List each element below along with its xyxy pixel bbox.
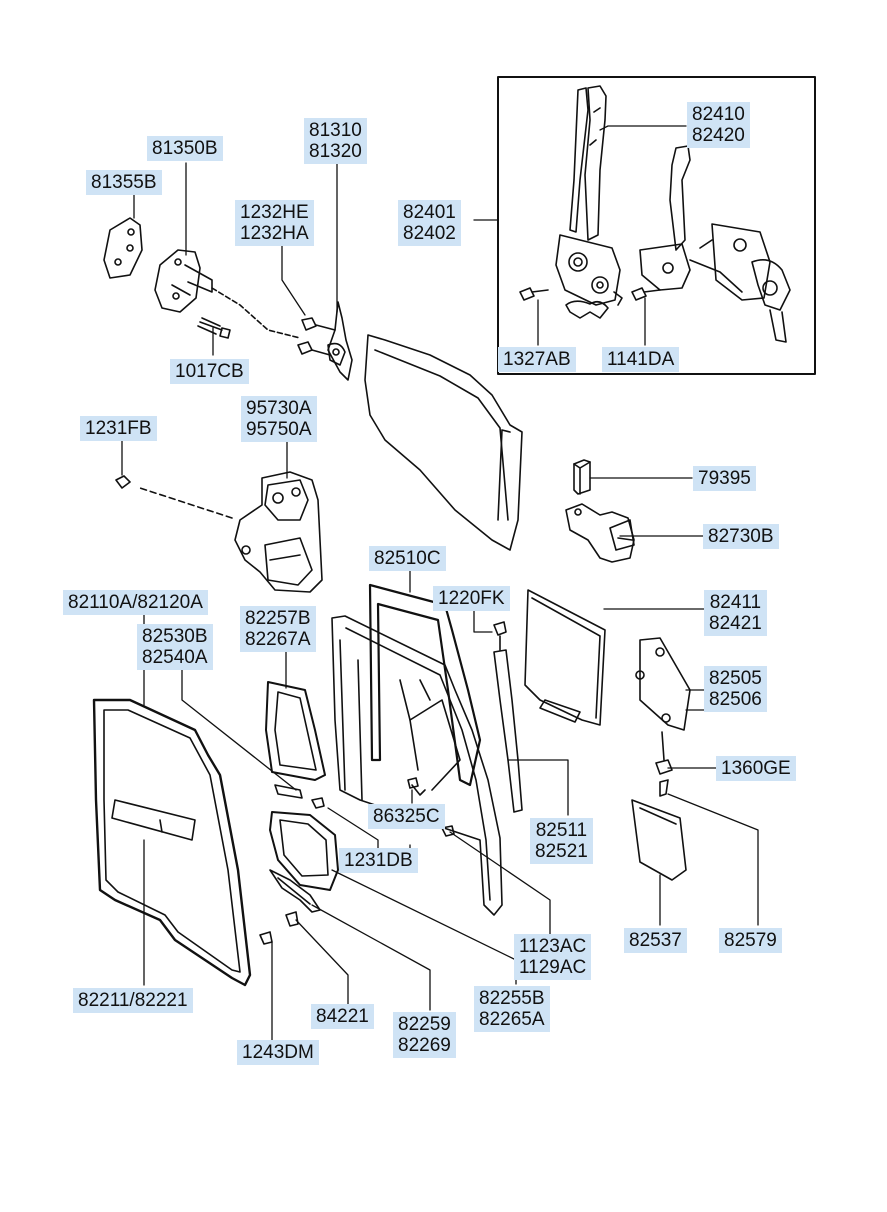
quarter-glass-drawing bbox=[265, 681, 326, 781]
door-lock-drawing bbox=[115, 471, 323, 593]
rubber-stopper-drawing bbox=[573, 459, 591, 495]
run-strip-drawing bbox=[493, 621, 523, 813]
window-regulator-left-drawing bbox=[519, 85, 661, 319]
window-regulator-right-drawing bbox=[639, 145, 791, 343]
label-82110a-82120a: 82110A/82120A bbox=[63, 590, 208, 615]
label-1232he-1232ha: 1232HE 1232HA bbox=[235, 200, 314, 246]
label-81310-81320: 81310 81320 bbox=[304, 118, 367, 164]
label-79395: 79395 bbox=[693, 466, 756, 491]
label-82510c: 82510C bbox=[369, 546, 446, 571]
access-cover-drawing bbox=[635, 637, 691, 797]
label-1231fb: 1231FB bbox=[80, 416, 157, 441]
screw-drawing bbox=[197, 317, 231, 339]
door-check-drawing bbox=[565, 503, 635, 563]
label-82505-82506: 82505 82506 bbox=[704, 666, 767, 712]
door-striker-drawing bbox=[297, 301, 353, 381]
label-82257b-82267a: 82257B 82267A bbox=[240, 606, 316, 652]
label-86325c: 86325C bbox=[368, 804, 445, 829]
label-82579: 82579 bbox=[719, 928, 782, 953]
label-1327ab: 1327AB bbox=[498, 347, 576, 372]
leader-lines bbox=[121, 125, 759, 1041]
label-82537: 82537 bbox=[624, 928, 687, 953]
label-82410-82420: 82410 82420 bbox=[687, 102, 750, 148]
door-glass-drawing bbox=[524, 589, 606, 726]
label-82511-82521: 82511 82521 bbox=[530, 818, 593, 864]
label-82411-82421: 82411 82421 bbox=[704, 590, 767, 636]
label-1360ge: 1360GE bbox=[716, 756, 796, 781]
label-1220fk: 1220FK bbox=[433, 586, 510, 611]
label-1141da: 1141DA bbox=[602, 347, 680, 372]
label-84221: 84221 bbox=[311, 1004, 374, 1029]
label-82401-82402: 82401 82402 bbox=[398, 200, 461, 246]
hinge-plate-drawing bbox=[103, 217, 143, 279]
label-82730b: 82730B bbox=[703, 524, 779, 549]
label-1017cb: 1017CB bbox=[170, 359, 249, 384]
small-cover-drawing bbox=[631, 799, 687, 881]
door-frame-drawing bbox=[331, 615, 503, 916]
label-82259-82269: 82259 82269 bbox=[393, 1012, 456, 1058]
label-81355b: 81355B bbox=[86, 170, 162, 195]
label-81350b: 81350B bbox=[147, 136, 223, 161]
lower-weatherstrip-drawing bbox=[269, 811, 339, 891]
label-1123ac-1129ac: 1123AC 1129AC bbox=[514, 934, 592, 980]
door-weatherstrip-drawing bbox=[92, 698, 252, 987]
glass-run-channel-drawing bbox=[368, 583, 482, 787]
garnish-drawing bbox=[269, 869, 321, 913]
label-1231db: 1231DB bbox=[339, 848, 418, 873]
label-95730a-95750a: 95730A 95750A bbox=[241, 396, 317, 442]
label-1243dm: 1243DM bbox=[237, 1040, 319, 1065]
door-hinge-drawing bbox=[154, 249, 301, 339]
label-82211-82221: 82211/82221 bbox=[73, 988, 193, 1013]
door-inner-trim-drawing bbox=[364, 334, 523, 551]
label-82255b-82265a: 82255B 82265A bbox=[474, 986, 550, 1032]
label-82530b-82540a: 82530B 82540A bbox=[137, 624, 213, 670]
regulator-inset-frame bbox=[497, 76, 816, 375]
